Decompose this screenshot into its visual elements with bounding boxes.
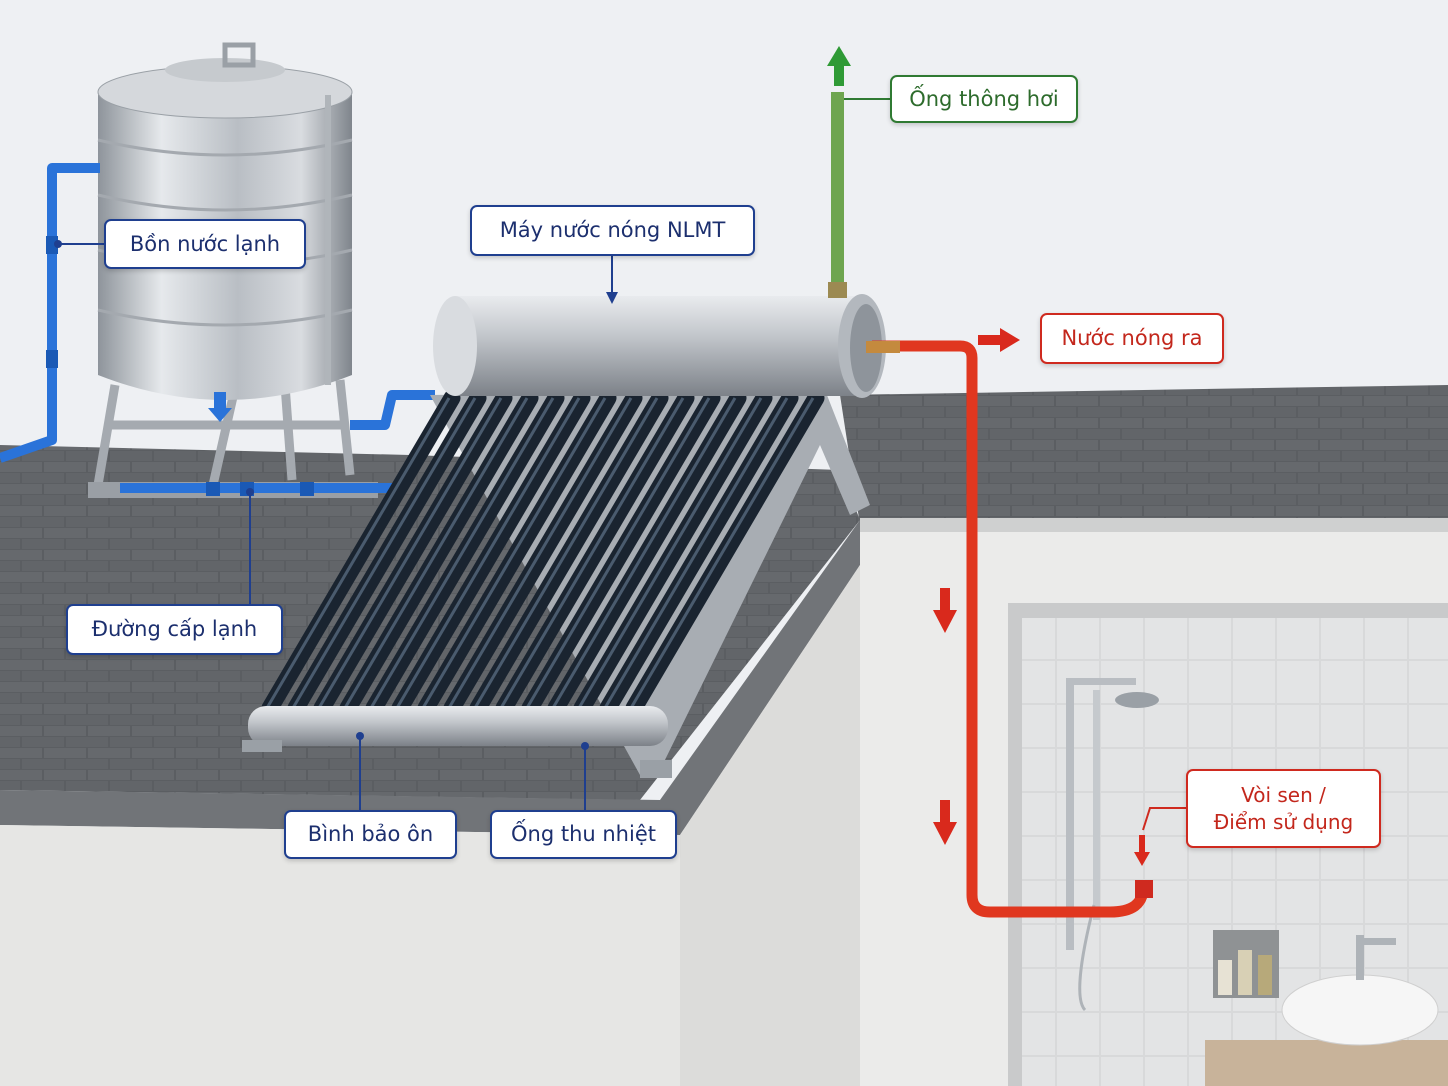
collector-tube-label: Ống thu nhiệt — [490, 810, 677, 859]
cold-tank-label: Bồn nước lạnh — [104, 219, 306, 269]
hot-water-out-label: Nước nóng ra — [1040, 313, 1224, 364]
shower-label-line2: Điểm sử dụng — [1214, 809, 1353, 836]
storage-tank — [433, 294, 886, 398]
storage-tank-label: Bình bảo ôn — [284, 810, 457, 859]
solar-heater-label: Máy nước nóng NLMT — [470, 205, 755, 256]
shower-label-line1: Vòi sen / — [1241, 782, 1326, 809]
shower-point-label: Vòi sen / Điểm sử dụng — [1186, 769, 1381, 848]
vent-pipe-label: Ống thông hơi — [890, 75, 1078, 123]
cold-supply-label: Đường cấp lạnh — [66, 604, 283, 655]
